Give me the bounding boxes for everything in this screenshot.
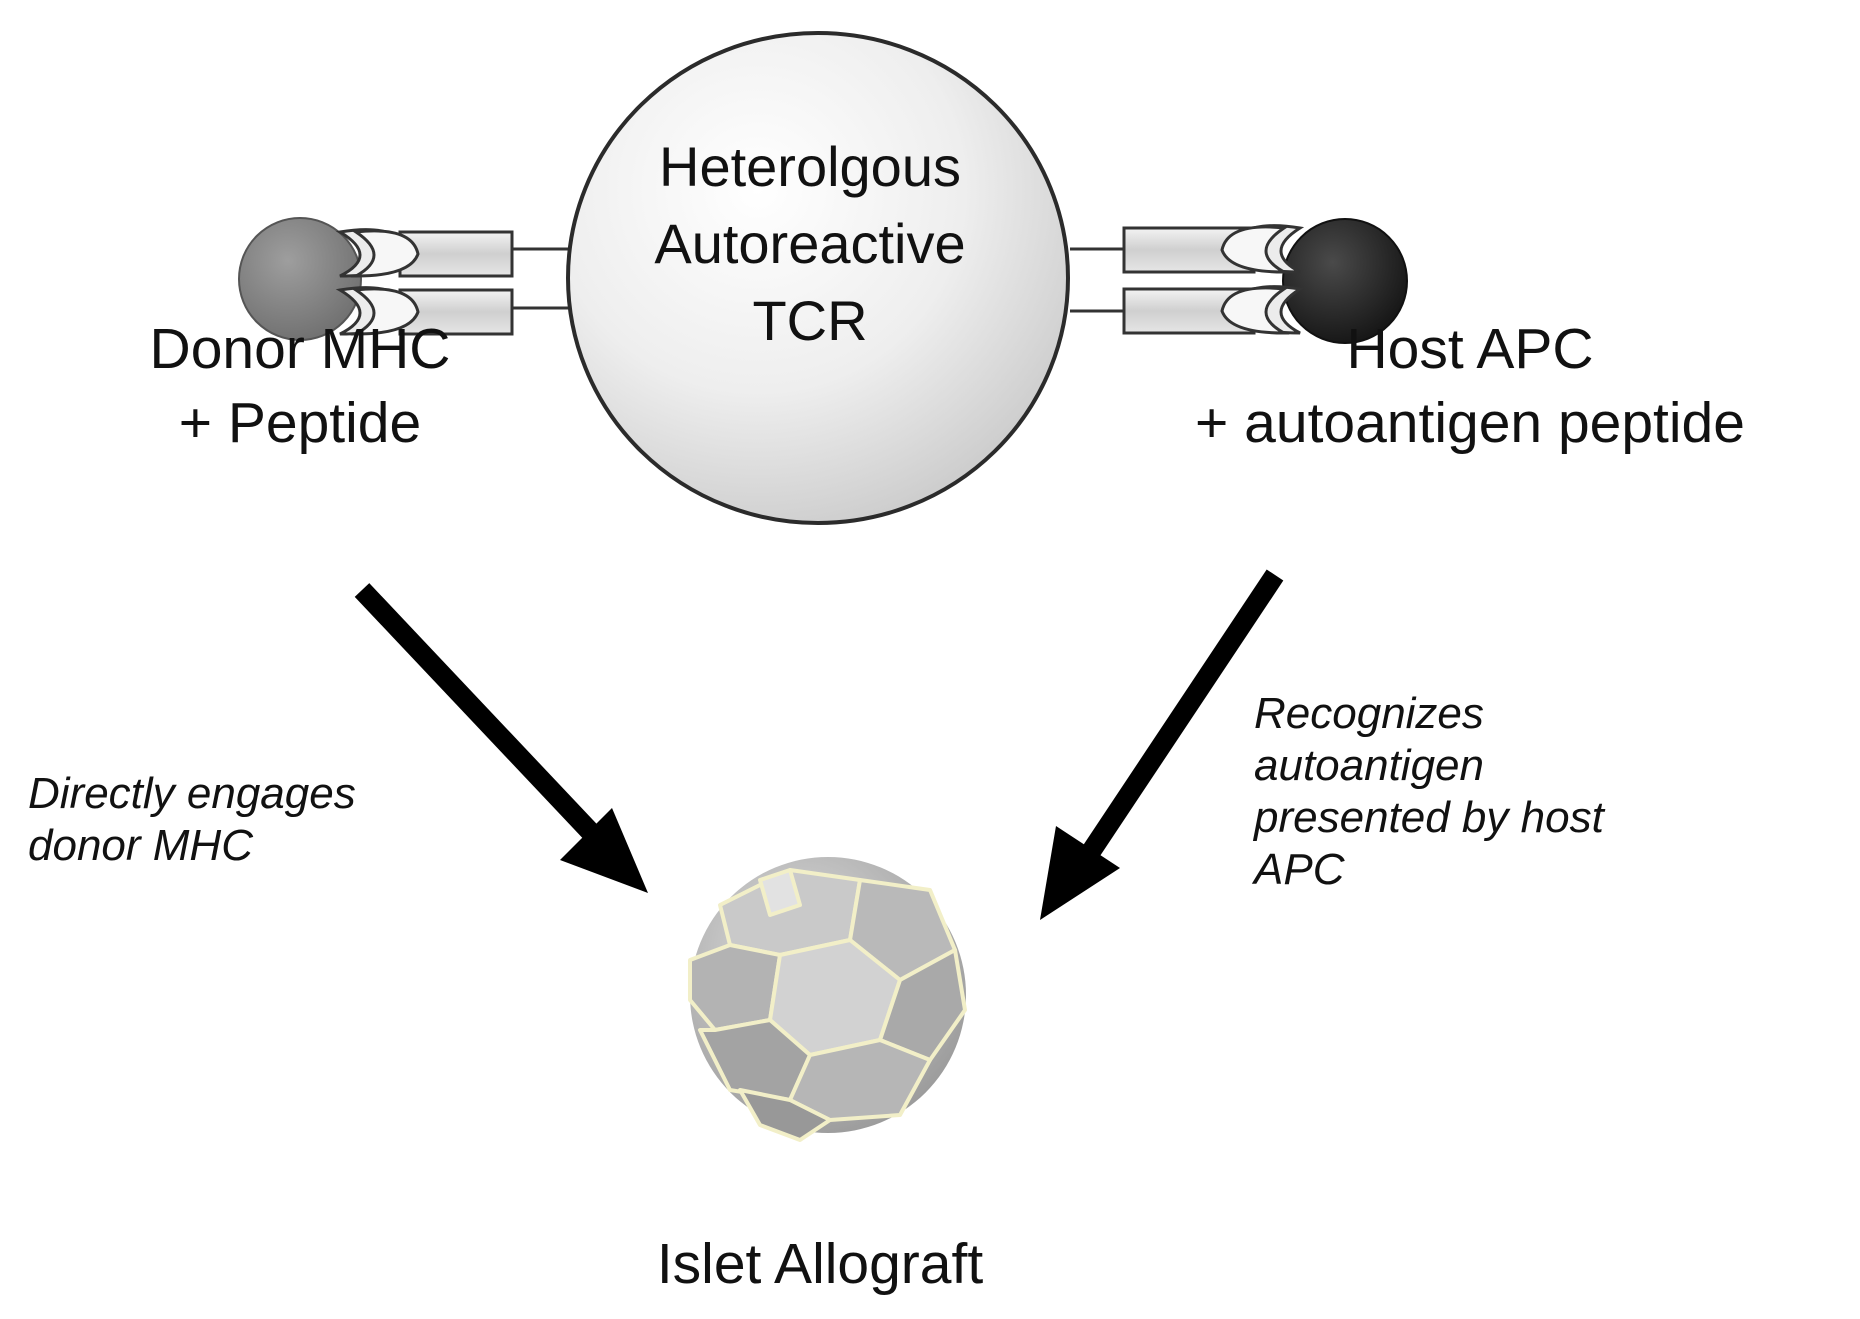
host-label-line2: + autoantigen peptide bbox=[1195, 391, 1745, 455]
islet-allograft-label: Islet Allograft bbox=[656, 1232, 984, 1296]
donor-cell bbox=[238, 217, 362, 341]
right-arrow-label-line3: presented by host bbox=[1254, 793, 1604, 842]
tcr-label: Heterolgous Autoreactive TCR bbox=[560, 128, 1060, 359]
host-label: Host APC + autoantigen peptide bbox=[1100, 312, 1840, 460]
tcr-label-line2: Autoreactive bbox=[654, 212, 966, 275]
tcr-label-line3: TCR bbox=[752, 289, 868, 352]
islet-allograft-icon bbox=[688, 857, 967, 1142]
left-arrow-label-line2: donor MHC bbox=[28, 821, 253, 870]
right-arrow-label: Recognizes autoantigen presented by host… bbox=[1254, 688, 1604, 896]
right-arrow bbox=[1040, 569, 1284, 920]
donor-label-line2: + Peptide bbox=[178, 391, 422, 455]
host-cell bbox=[1282, 218, 1408, 344]
left-arrow bbox=[354, 583, 648, 893]
tcr-circle bbox=[566, 31, 1070, 525]
right-arrow-label-line4: APC bbox=[1254, 845, 1345, 894]
left-arrow-label: Directly engages donor MHC bbox=[28, 768, 356, 872]
tcr-label-line1: Heterolgous bbox=[659, 135, 961, 198]
right-arrow-label-line1: Recognizes bbox=[1254, 689, 1484, 738]
donor-label: Donor MHC + Peptide bbox=[90, 312, 510, 460]
donor-label-line1: Donor MHC bbox=[149, 317, 451, 381]
host-label-line1: Host APC bbox=[1346, 317, 1594, 381]
left-arrow-label-line1: Directly engages bbox=[28, 769, 356, 818]
right-arrow-label-line2: autoantigen bbox=[1254, 741, 1484, 790]
donor-mhc-complex bbox=[335, 228, 514, 336]
host-mhc-complex bbox=[1122, 224, 1305, 335]
